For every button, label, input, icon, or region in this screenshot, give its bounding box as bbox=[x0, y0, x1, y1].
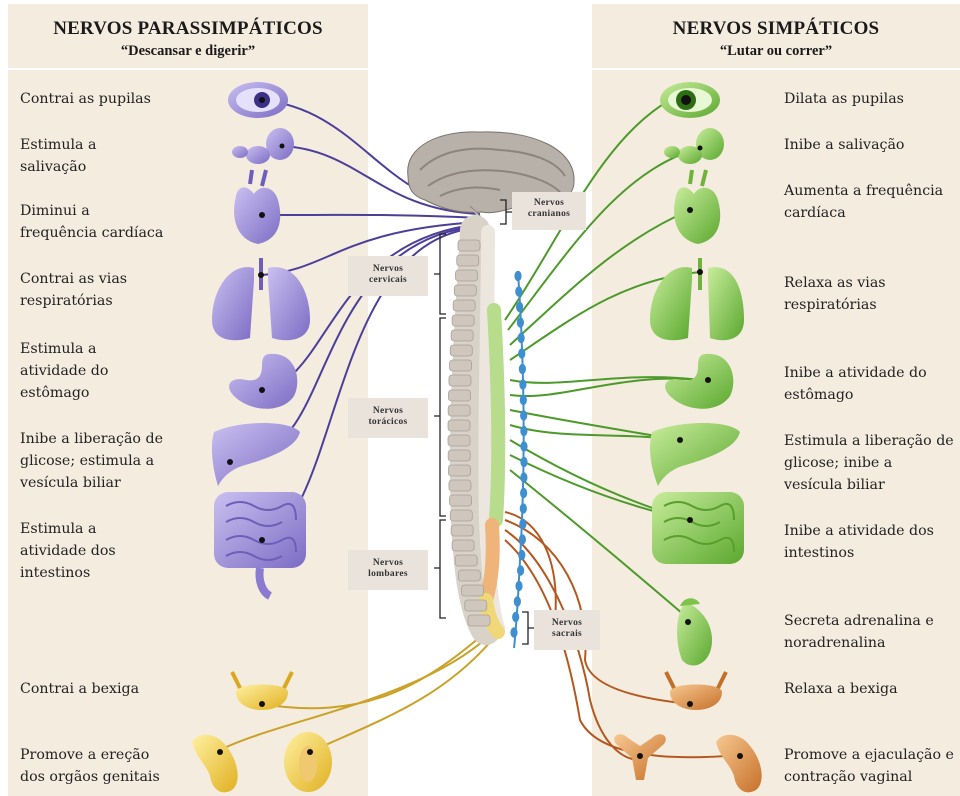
adrenal-kidney-icon-right bbox=[677, 598, 712, 665]
vertebra bbox=[450, 360, 472, 371]
para-effect-salivation: Estimula a salivação bbox=[20, 134, 96, 178]
eye-icon-left bbox=[228, 82, 288, 118]
bracket-cervical bbox=[434, 234, 446, 314]
sympathetic-ganglion bbox=[512, 612, 519, 622]
symp-effect-salivation: Inibe a salivação bbox=[784, 134, 904, 156]
salivary-glands-icon-left bbox=[232, 128, 294, 164]
vertebra bbox=[448, 390, 470, 401]
sympathetic-ganglion bbox=[520, 472, 527, 482]
symp-effect-heart: Aumenta a frequência cardíaca bbox=[784, 180, 943, 224]
lungs-icon-left bbox=[212, 258, 310, 340]
sympathetic-ganglion bbox=[510, 627, 517, 637]
vertebra bbox=[450, 510, 472, 521]
symp-effect-glucose: Estimula a liberação de glicose; inibe a… bbox=[784, 430, 954, 496]
sympathetic-ganglion bbox=[515, 581, 522, 591]
bladder-icon-right bbox=[666, 672, 726, 710]
para-effect-stomach: Estimula a atividade do estômago bbox=[20, 338, 108, 404]
vertebra bbox=[448, 465, 470, 476]
sympathetic-ganglion bbox=[519, 379, 526, 389]
vertebra bbox=[448, 420, 470, 431]
sympathetic-ganglion bbox=[520, 410, 527, 420]
sympathetic-ganglion bbox=[519, 519, 526, 529]
sympathetic-ganglion bbox=[519, 534, 526, 544]
para-effect-bladder: Contrai a bexiga bbox=[20, 678, 139, 700]
sympathetic-ganglion bbox=[520, 457, 527, 467]
vertebra bbox=[452, 540, 474, 551]
sympathetic-ganglion bbox=[520, 395, 527, 405]
symp-effect-adrenaline: Secreta adrenalina e noradrenalina bbox=[784, 610, 934, 654]
heart-icon-left bbox=[234, 170, 280, 244]
vertebra bbox=[451, 525, 473, 536]
sympathetic-ganglion bbox=[519, 364, 526, 374]
vertebra bbox=[449, 375, 471, 386]
intestines-icon-left bbox=[214, 492, 306, 596]
sympathetic-ganglion bbox=[518, 333, 525, 343]
vertebra bbox=[458, 240, 480, 251]
vertebra bbox=[456, 270, 478, 281]
sympathetic-ganglion bbox=[518, 348, 525, 358]
symp-effect-bladder: Relaxa a bexiga bbox=[784, 678, 898, 700]
para-effect-genitals: Promove a ereção dos orgãos genitais bbox=[20, 744, 160, 788]
sympathetic-ganglion bbox=[514, 596, 521, 606]
sympathetic-ganglion bbox=[520, 488, 527, 498]
vertebra bbox=[448, 450, 470, 461]
vertebra bbox=[465, 600, 487, 611]
vertebra bbox=[450, 345, 472, 356]
symp-effect-pupils: Dilata as pupilas bbox=[784, 88, 904, 110]
sympathetic-ganglion bbox=[515, 286, 522, 296]
liver-icon-right bbox=[650, 423, 740, 486]
para-effect-airways: Contrai as vias respiratórias bbox=[20, 268, 127, 312]
symp-effect-genitals: Promove a ejaculação e contração vaginal bbox=[784, 744, 954, 788]
sympathetic-ganglion bbox=[520, 503, 527, 513]
vertebra bbox=[449, 480, 471, 491]
para-effect-glucose: Inibe a liberação de glicose; estimula a… bbox=[20, 428, 163, 494]
bracket-sacral bbox=[522, 612, 534, 644]
bracket-thoracic bbox=[434, 318, 446, 516]
para-effect-heart: Diminui a frequência cardíaca bbox=[20, 200, 163, 244]
genitals-icon-left bbox=[192, 732, 332, 792]
symp-effect-stomach: Inibe a atividade do estômago bbox=[784, 362, 927, 406]
vertebra bbox=[455, 555, 477, 566]
sympathetic-ganglion bbox=[517, 317, 524, 327]
tag-sacral-nerves: Nervos sacrais bbox=[534, 610, 600, 650]
sympathetic-ganglion bbox=[517, 565, 524, 575]
lungs-icon-right bbox=[650, 258, 744, 340]
vertebra bbox=[453, 300, 475, 311]
tag-cervical-nerves: Nervos cervicais bbox=[348, 256, 428, 296]
eye-icon-right bbox=[660, 82, 720, 118]
vertebra bbox=[450, 495, 472, 506]
vertebra bbox=[448, 405, 470, 416]
stomach-icon-left bbox=[229, 354, 297, 409]
sympathetic-ganglion bbox=[518, 550, 525, 560]
sympathetic-ganglion bbox=[520, 426, 527, 436]
vertebra bbox=[462, 585, 484, 596]
para-effect-intestines: Estimula a atividade dos intestinos bbox=[20, 518, 116, 584]
vertebra bbox=[448, 435, 470, 446]
sympathetic-ganglion bbox=[520, 441, 527, 451]
vertebra bbox=[457, 255, 479, 266]
sympathetic-ganglion bbox=[516, 302, 523, 312]
liver-icon-left bbox=[212, 423, 300, 486]
tag-thoracic-nerves: Nervos torácicos bbox=[348, 398, 428, 438]
vertebra bbox=[454, 285, 476, 296]
bladder-icon-left bbox=[232, 672, 292, 710]
para-effect-pupils: Contrai as pupilas bbox=[20, 88, 151, 110]
vertebra bbox=[451, 330, 473, 341]
uterus-icon-right bbox=[614, 734, 666, 780]
vertebra bbox=[468, 615, 490, 626]
heart-icon-right bbox=[674, 170, 720, 244]
intestines-icon-right bbox=[652, 492, 744, 564]
symp-effect-airways: Relaxa as vias respiratórias bbox=[784, 272, 886, 316]
tag-lumbar-nerves: Nervos lombares bbox=[348, 550, 428, 590]
vertebra bbox=[458, 570, 480, 581]
genitals-icon-right bbox=[716, 735, 762, 793]
tag-cranial-nerves: Nervos cranianos bbox=[512, 192, 586, 230]
bracket-lumbar bbox=[434, 520, 446, 618]
sympathetic-ganglion bbox=[514, 271, 521, 281]
symp-effect-intestines: Inibe a atividade dos intestinos bbox=[784, 520, 934, 564]
stomach-icon-right bbox=[665, 354, 733, 409]
vertebra bbox=[452, 315, 474, 326]
